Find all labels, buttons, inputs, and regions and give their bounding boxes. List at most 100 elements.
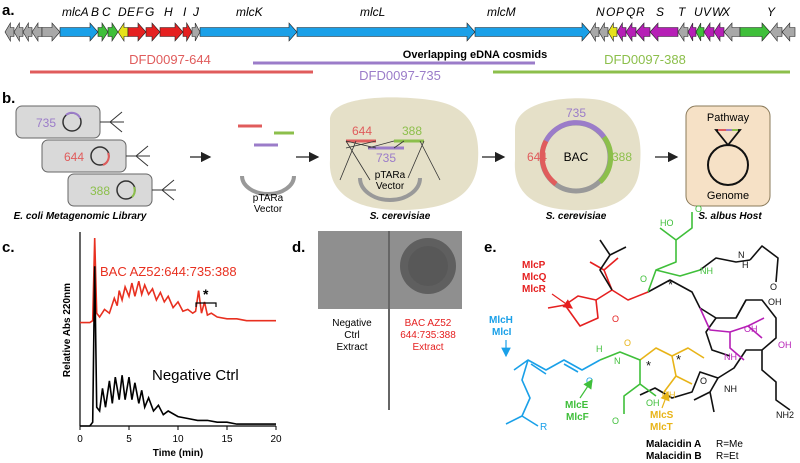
gene-arrow-10	[127, 22, 147, 42]
gene-labels: mlcA B C D E F G H I J mlcK mlcL mlcM N …	[62, 5, 776, 19]
gene-arrow-23	[635, 22, 651, 42]
linear-vector	[240, 175, 296, 196]
gene-label-F: F	[136, 5, 144, 19]
plate-neg-text-3: Extract	[336, 342, 367, 353]
atom-h-green: H	[596, 344, 603, 354]
atom-o-red: O	[612, 314, 619, 324]
gene-label-S: S	[656, 5, 664, 19]
gene-label-D: D	[118, 5, 127, 19]
atom-o-top: O	[695, 204, 702, 214]
gene-label-T: T	[678, 5, 687, 19]
malacidin-a-name: Malacidin A	[646, 439, 701, 450]
bac-label-644: 644	[527, 150, 547, 164]
library-insert-388	[131, 186, 136, 198]
plate-bac-text-1: BAC AZ52	[405, 318, 452, 329]
gene-arrow-7	[97, 22, 109, 42]
enzyme-mlcs: MlcS	[650, 410, 674, 421]
stereo-star-top: *	[668, 277, 673, 292]
yeast-cell-1	[329, 97, 479, 210]
library-insert-735	[65, 111, 81, 119]
valine-bottom	[693, 377, 719, 413]
plate-neg-text-1: Negative	[332, 318, 372, 329]
red-proline	[564, 257, 649, 327]
panel-label-e: e.	[484, 239, 497, 256]
gene-arrow-12	[159, 22, 184, 42]
malacidin-a-r: R=Me	[716, 439, 743, 450]
atom-h-top: H	[742, 260, 749, 270]
series-label-bac: BAC AZ52:644:735:388	[100, 264, 237, 279]
library-caption: E. coli Metagenomic Library	[14, 211, 147, 222]
gene-label-N: N	[596, 5, 605, 19]
panel-label-b: b.	[2, 90, 15, 107]
gene-label-I: I	[183, 5, 187, 19]
bac-arc-735	[543, 120, 607, 143]
bac-center-label: BAC	[564, 150, 589, 164]
gene-arrow-27	[695, 22, 705, 42]
host-cell	[685, 105, 771, 207]
gene-label-Q: Q	[626, 5, 635, 19]
yeast-label-388: 388	[402, 124, 422, 138]
gene-arrow-13	[182, 21, 193, 43]
gene-arrow-30	[723, 22, 741, 42]
enzyme-arrow-red	[551, 293, 573, 309]
gene-arrow-3	[22, 21, 33, 43]
gene-arrow-21	[616, 21, 627, 43]
gene-arrow-15	[199, 22, 298, 42]
gene-arrow-28	[703, 22, 715, 42]
library-flagella-644	[126, 145, 150, 167]
atom-r: R	[540, 422, 547, 433]
atom-n-green: N	[614, 356, 621, 366]
bac-yeast-cell: 735 644 388 BAC S. cerevisiae	[514, 98, 641, 222]
atom-o-green: O	[640, 274, 647, 284]
gene-arrow-19	[598, 21, 609, 43]
atom-nh2: NH2	[776, 410, 794, 420]
cosmid-388-label: DFD0097-388	[604, 52, 686, 67]
enzyme-arrow-green	[579, 379, 593, 399]
chart-star-annotation: *	[203, 286, 209, 302]
gene-label-B: B	[91, 5, 99, 19]
cosmids-title: Overlapping eDNA cosmids	[403, 49, 547, 61]
enzyme-mlcr: MlcR	[522, 284, 547, 295]
library-flagella-735	[100, 111, 124, 133]
stereo-star-mid: *	[676, 352, 681, 367]
valine-top	[599, 239, 627, 291]
enzyme-labels: MlcP MlcQ MlcR MlcH MlcI MlcE MlcF MlcS …	[489, 260, 674, 433]
enzyme-mlcp: MlcP	[522, 260, 546, 271]
plate-bac-text-3: Extract	[412, 342, 443, 353]
yeast-label-644: 644	[352, 124, 372, 138]
atom-oh-magenta2: OH	[778, 340, 792, 350]
gene-arrow-5	[41, 22, 61, 42]
structure-atom-labels: HO O O * NH H N O OH OH OH NH O O * * OH…	[540, 204, 794, 433]
library-label-644: 644	[64, 150, 84, 164]
gene-label-mlcA: mlcA	[62, 5, 89, 19]
cosmid-735-label: DFD0097-735	[359, 68, 441, 83]
malacidin-b-r: R=Et	[716, 451, 739, 462]
yeast-vector	[358, 177, 422, 202]
gene-label-G: G	[145, 5, 154, 19]
bioassay-plates: Negative Ctrl Extract BAC AZ52 644:735:3…	[318, 231, 462, 410]
gene-label-V: V	[703, 5, 712, 19]
enzyme-mlce: MlcE	[565, 400, 589, 411]
chart-x-label: Time (min)	[153, 448, 203, 459]
plate-neg-text-2: Ctrl	[344, 330, 360, 341]
gene-arrow-4	[31, 22, 43, 42]
lysine-chain	[761, 350, 791, 411]
atom-nh-top: NH	[700, 266, 713, 276]
gene-label-H: H	[164, 5, 173, 19]
inhibition-core	[408, 246, 448, 286]
host-genome-label: Genome	[707, 190, 749, 202]
chart-series	[80, 237, 276, 427]
chart-y-label: Relative Abs 220nm	[62, 283, 73, 377]
gene-label-J: J	[192, 5, 200, 19]
enzyme-mlcf: MlcF	[566, 412, 589, 423]
gene-arrow-26	[687, 22, 697, 42]
gene-arrow-17	[474, 22, 591, 42]
gene-arrow-18	[589, 21, 600, 43]
enzyme-mlct: MlcT	[650, 422, 673, 433]
host-caption: S. albus Host	[698, 211, 762, 222]
gene-label-U: U	[694, 5, 703, 19]
